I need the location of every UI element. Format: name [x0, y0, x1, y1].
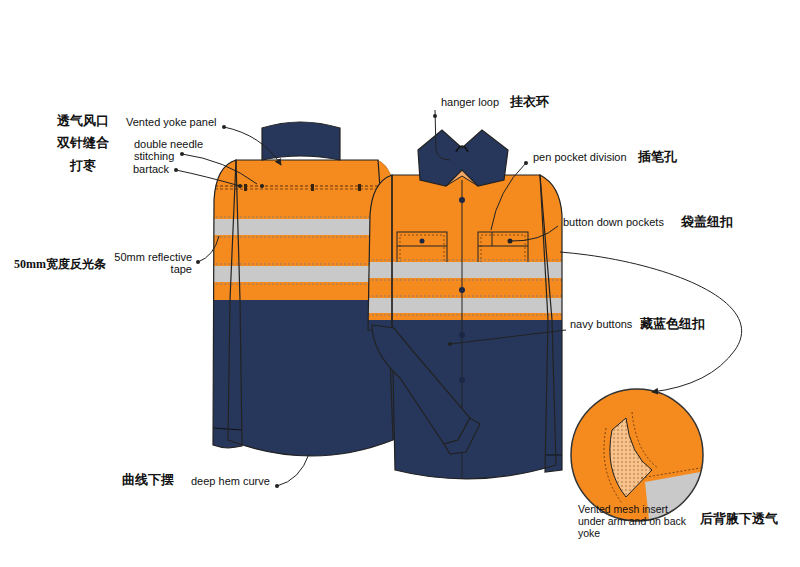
hanger-loop	[456, 146, 468, 152]
callout-label: Vented yoke panel	[126, 116, 217, 128]
navy-buttons	[459, 197, 465, 428]
folded-sleeve	[372, 325, 470, 444]
leader-dots	[174, 114, 528, 488]
callout-label: hanger loop	[441, 96, 499, 108]
pen-division	[492, 232, 493, 246]
leader-lines	[176, 110, 742, 486]
callout-label: Vented mesh insert under arm and on back…	[578, 503, 696, 539]
callout-label: bartack	[133, 163, 169, 175]
front-shirt	[360, 130, 570, 500]
callout-label: double needle stitching	[134, 138, 212, 162]
back-collar	[262, 122, 340, 160]
callout-label-zh: 透气风口	[57, 113, 109, 128]
cuff	[444, 418, 480, 454]
callout-label: pen pocket division	[533, 151, 627, 163]
callout-label-zh: 曲线下摆	[122, 472, 174, 487]
callout-label: button down pockets	[563, 216, 664, 228]
callout-label-zh: 挂衣环	[510, 94, 549, 109]
navy-panel	[360, 160, 570, 500]
callout-label-zh: 50mm宽度反光条	[14, 257, 106, 272]
callout-label-zh: 袋盖纽扣	[681, 214, 733, 229]
callout-label-zh: 插笔孔	[638, 149, 677, 164]
callout-label-zh: 打枣	[70, 158, 96, 173]
callout-label-zh: 后背腋下透气	[700, 511, 778, 526]
callout-label: 50mm reflective tape	[112, 251, 192, 275]
callout-label-zh: 双针缝合	[57, 135, 109, 150]
callout-label: navy buttons	[570, 318, 632, 330]
front-collar	[418, 130, 508, 186]
callout-label: deep hem curve	[191, 475, 270, 487]
callout-label-zh: 藏蓝色纽扣	[640, 316, 705, 331]
